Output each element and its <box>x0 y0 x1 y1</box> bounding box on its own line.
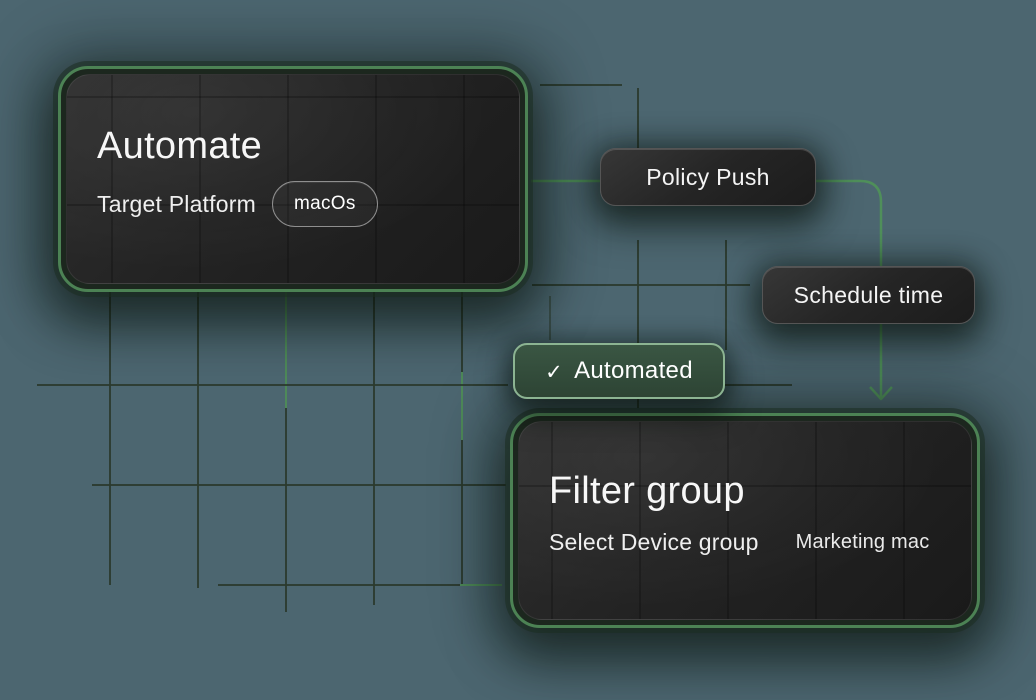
target-platform-label: Target Platform <box>97 190 256 217</box>
filter-group-card[interactable]: Filter group Select Device group Marketi… <box>510 413 980 628</box>
automated-label: Automated <box>574 357 693 384</box>
filter-group-card-body: Filter group Select Device group Marketi… <box>518 421 972 620</box>
automated-badge[interactable]: ✓ Automated <box>513 343 725 399</box>
arrow-head-icon <box>869 386 893 401</box>
schedule-time-label: Schedule time <box>793 281 944 308</box>
marketing-mac-value[interactable]: Marketing mac <box>795 530 930 553</box>
schedule-time-node[interactable]: Schedule time <box>762 266 975 324</box>
macos-chip[interactable]: macOs <box>271 181 378 227</box>
card-grid-texture <box>67 75 519 283</box>
device-group-row: Select Device group Marketing mac <box>549 526 929 558</box>
select-device-group-label: Select Device group <box>549 528 759 555</box>
automate-title: Automate <box>97 125 263 167</box>
filter-group-title: Filter group <box>549 470 745 512</box>
target-platform-row: Target Platform macOs <box>97 181 378 227</box>
automate-card-body: Automate Target Platform macOs <box>66 74 520 284</box>
policy-push-label: Policy Push <box>646 163 770 190</box>
automate-card[interactable]: Automate Target Platform macOs <box>58 66 528 292</box>
card-grid-texture <box>519 422 971 619</box>
check-icon: ✓ <box>545 360 564 384</box>
policy-push-node[interactable]: Policy Push <box>600 148 816 206</box>
connector-policy-push-to-schedule-time <box>813 179 883 268</box>
